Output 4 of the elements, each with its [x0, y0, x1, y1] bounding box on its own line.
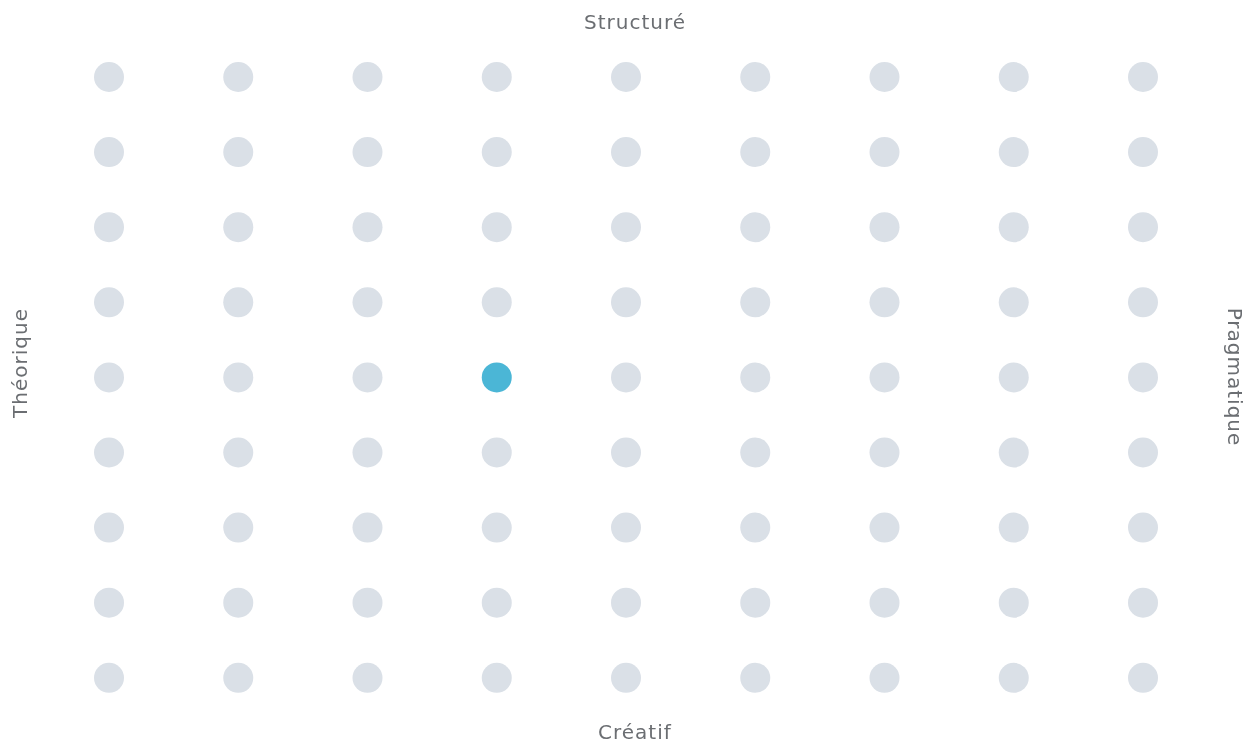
axis-label: Créatif [598, 722, 672, 742]
axis-label: Théorique [9, 308, 30, 418]
axis-label: Pragmatique [1224, 307, 1245, 447]
axis-label: Structuré [584, 12, 687, 32]
